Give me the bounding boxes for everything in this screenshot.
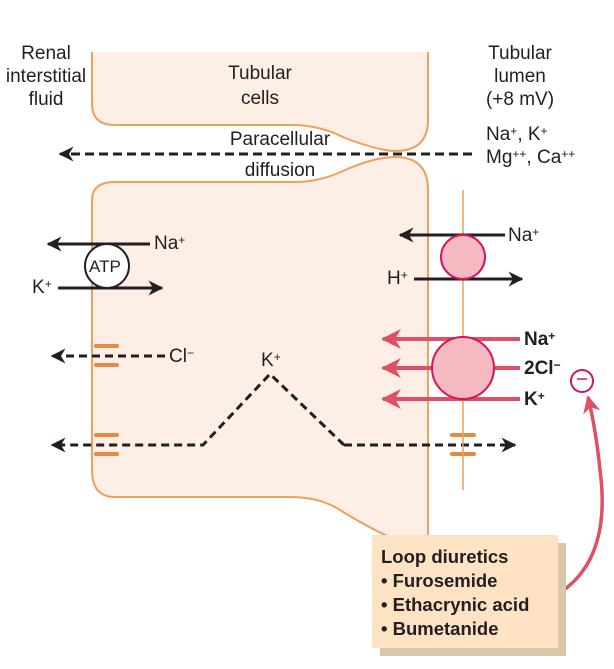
ion: K bbox=[524, 389, 538, 410]
charge: + bbox=[273, 350, 281, 364]
charge: + bbox=[178, 233, 186, 247]
paracellular-ions-line2: Mg++, Ca++ bbox=[486, 147, 576, 168]
lower-tubular-cell bbox=[91, 155, 429, 549]
exchanger-na-label: Na+ bbox=[508, 224, 539, 247]
pump-k-label: K+ bbox=[32, 276, 52, 299]
charge: − bbox=[553, 358, 561, 372]
label-line: lumen bbox=[494, 66, 546, 87]
nkcc-na-label: Na+ bbox=[524, 328, 555, 351]
ion: Na bbox=[154, 233, 179, 254]
exchanger-h-label: H+ bbox=[387, 267, 408, 290]
charge: + bbox=[537, 389, 545, 403]
paracellular-label: Paracellular bbox=[229, 129, 331, 150]
region-label-cells: Tubular cells bbox=[210, 61, 310, 111]
na-k-2cl-cotransporter bbox=[431, 336, 495, 400]
drug-item: • Ethacrynic acid bbox=[381, 594, 530, 615]
nkcc-k-label: K+ bbox=[524, 388, 545, 411]
na-k-atpase-pump bbox=[84, 243, 130, 289]
ion: Na bbox=[508, 225, 533, 246]
label-line: cells bbox=[240, 88, 279, 109]
na-h-exchanger bbox=[440, 234, 486, 280]
label-line: (+8 mV) bbox=[485, 89, 555, 110]
ion: H bbox=[387, 268, 401, 289]
drug-item: • Bumetanide bbox=[381, 618, 499, 639]
k-recycling-path bbox=[50, 371, 346, 453]
charge: + bbox=[548, 329, 556, 343]
inhibition-arrow bbox=[557, 395, 604, 596]
charge: + bbox=[400, 268, 408, 282]
label-line: Tubular bbox=[488, 43, 552, 64]
upper-cell-border bbox=[91, 52, 429, 153]
ion: K bbox=[261, 350, 274, 371]
ion: Na bbox=[524, 329, 549, 350]
label-line: fluid bbox=[28, 89, 64, 110]
nkcc-cl-label: 2Cl− bbox=[524, 357, 561, 380]
pump-na-label: Na+ bbox=[154, 232, 185, 255]
cl-label: Cl− bbox=[169, 345, 194, 368]
ion: 2Cl bbox=[524, 358, 554, 379]
loop-diuretics-box: Loop diuretics • Furosemide • Ethacrynic… bbox=[372, 535, 558, 648]
ion: Cl bbox=[169, 346, 187, 367]
label-line: interstitial bbox=[5, 66, 87, 87]
charge: − bbox=[186, 346, 194, 360]
upper-tubular-cell bbox=[92, 52, 428, 151]
label-line: Renal bbox=[21, 43, 71, 64]
paracellular-ions-line1: Na+, K+ bbox=[486, 124, 548, 145]
drug-item: • Furosemide bbox=[381, 570, 498, 591]
inhibition-symbol bbox=[570, 369, 594, 393]
region-label-interstitial: Renal interstitial fluid bbox=[5, 42, 87, 111]
k-recycling-label: K+ bbox=[261, 349, 281, 372]
region-label-lumen: Tubular lumen (+8 mV) bbox=[470, 42, 570, 111]
diffusion-label: diffusion bbox=[244, 160, 316, 181]
label-line: Tubular bbox=[228, 63, 292, 84]
charge: + bbox=[44, 277, 52, 291]
charge: + bbox=[532, 225, 540, 239]
ion: K bbox=[32, 277, 45, 298]
drug-box-title: Loop diuretics bbox=[381, 546, 509, 567]
atp-label: ATP bbox=[89, 257, 121, 276]
